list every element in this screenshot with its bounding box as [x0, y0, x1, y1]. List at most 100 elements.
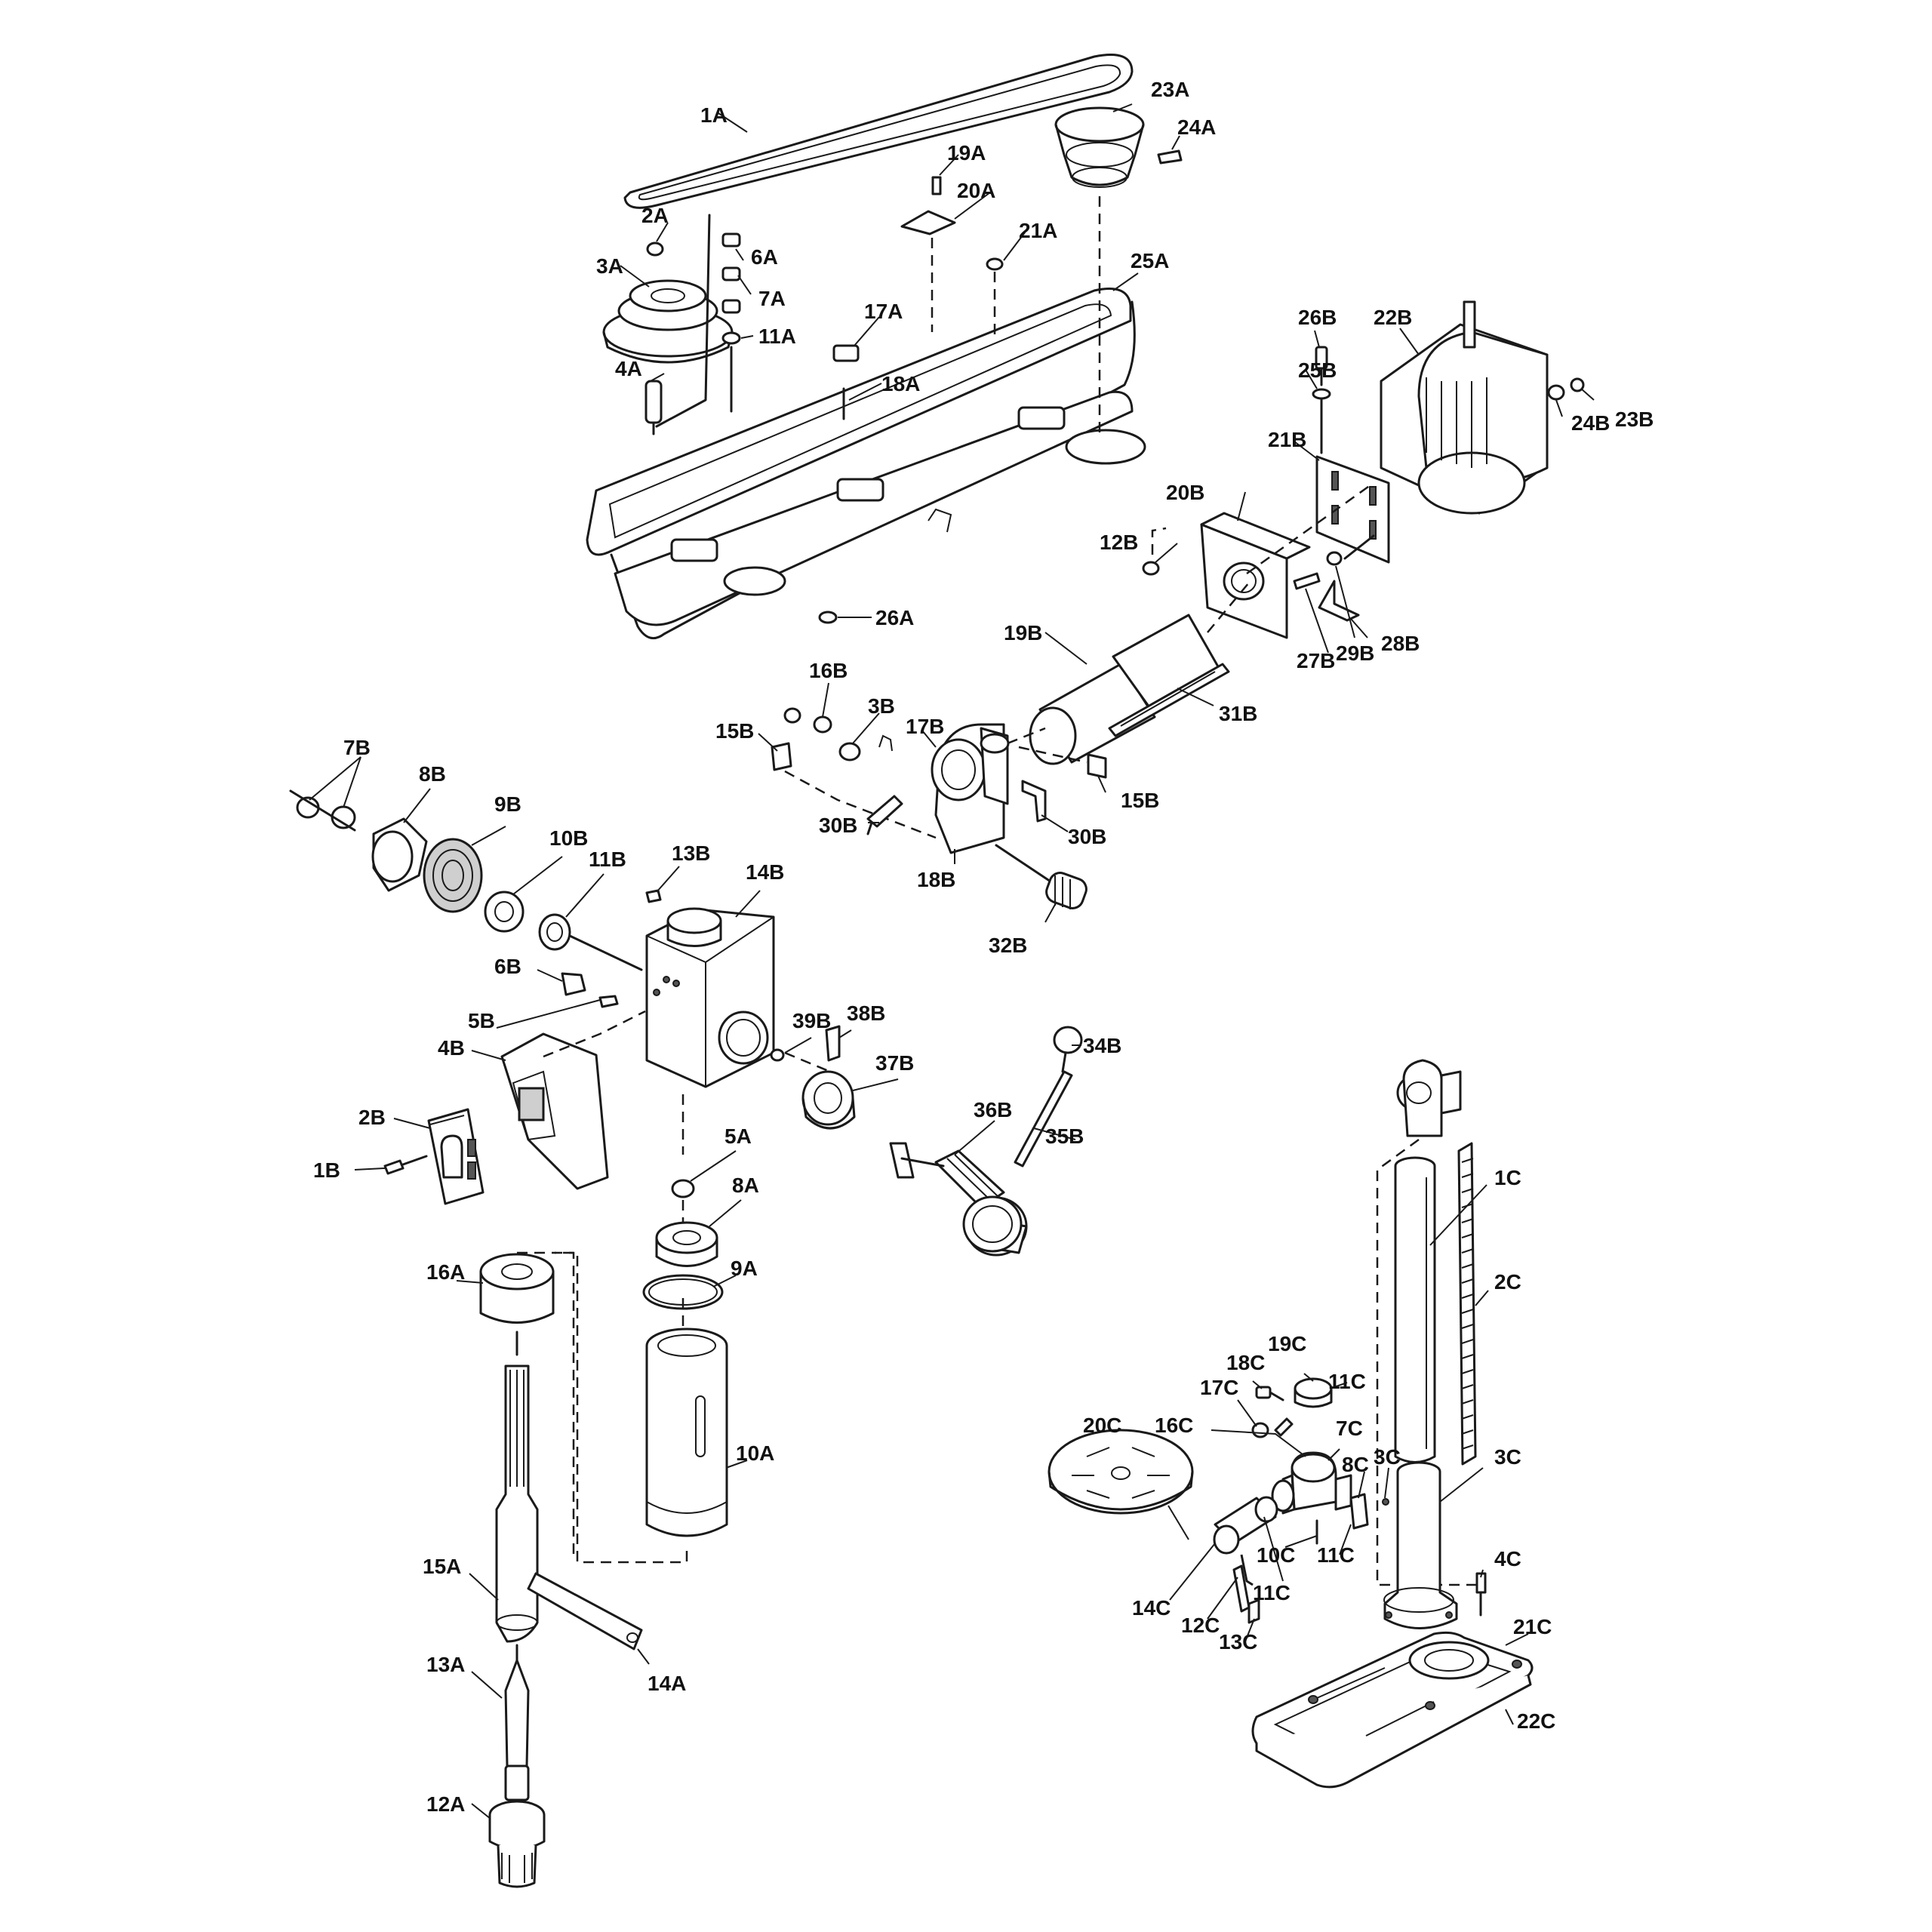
belt-guide-line [655, 214, 711, 428]
rack-31b [1108, 663, 1230, 737]
rack-2c [1457, 1142, 1477, 1466]
pulley-3a [602, 279, 734, 364]
label-2c: 2C [1494, 1270, 1521, 1294]
label-31b: 31B [1219, 702, 1257, 725]
label-2b: 2B [358, 1106, 386, 1129]
tube-19b [1029, 582, 1250, 765]
block-15b-right [1018, 746, 1107, 779]
label-19b: 19B [1004, 621, 1042, 645]
drift-key-14a [527, 1572, 643, 1651]
label-13c: 13C [1219, 1630, 1257, 1654]
arm-14c-11c [1213, 1496, 1278, 1586]
label-35b: 35B [1045, 1124, 1084, 1148]
bearing-16a [479, 1251, 575, 1558]
label-2a: 2A [641, 204, 669, 227]
label-6a: 6A [751, 245, 778, 269]
label-4c: 4C [1494, 1547, 1521, 1571]
nut-2a [646, 242, 664, 257]
label-8c: 8C [1342, 1453, 1369, 1476]
bushing-11b [538, 913, 643, 971]
label-6b: 6B [494, 955, 521, 978]
label-4a: 4A [615, 357, 642, 380]
label-16c: 16C [1155, 1414, 1193, 1437]
label-21a: 21A [1019, 219, 1057, 242]
screw-13b [645, 889, 662, 903]
label-10b: 10B [549, 826, 588, 850]
label-29b: 29B [1336, 641, 1374, 665]
label-30b-left: 30B [819, 814, 857, 837]
screws-18c-17c-16c [1251, 1386, 1294, 1438]
label-3c-left: 3C [1374, 1445, 1401, 1469]
handles-30b [866, 780, 1047, 835]
nuts-16b-3b [783, 707, 893, 761]
label-24b: 24B [1571, 411, 1610, 435]
label-39b: 39B [792, 1009, 831, 1032]
head-14b [645, 907, 775, 1088]
label-11c-bottom: 11C [1253, 1581, 1291, 1604]
label-19c: 19C [1268, 1332, 1306, 1355]
bracket-20b [1200, 481, 1374, 639]
table-bracket-7c [1271, 1451, 1352, 1515]
quill-10a [555, 1251, 728, 1564]
screw-21a [986, 257, 1004, 340]
label-17c: 17C [1200, 1376, 1238, 1399]
label-22c: 22C [1517, 1709, 1555, 1733]
bolt-4c [1475, 1572, 1487, 1617]
label-13a: 13A [426, 1653, 465, 1676]
support-18b [931, 723, 1046, 854]
label-37b: 37B [875, 1051, 914, 1075]
base-21c [1251, 1631, 1534, 1789]
label-8a: 8A [732, 1174, 759, 1197]
handle-35b-knob-34b [1014, 1026, 1083, 1168]
label-1b: 1B [313, 1158, 340, 1182]
label-15a: 15A [423, 1555, 461, 1578]
bolts-27b-29b-28b [1293, 534, 1375, 622]
column-1c [1394, 1156, 1436, 1463]
ring-9a [642, 1274, 724, 1310]
label-34b: 34B [1083, 1034, 1121, 1057]
label-11a: 11A [758, 325, 796, 348]
nut-24b-washer-23b [1547, 377, 1585, 401]
leader-lines [309, 103, 1595, 1820]
label-20a: 20A [957, 179, 995, 202]
arbor-13a [504, 1659, 530, 1801]
switch-2b [427, 1108, 485, 1205]
label-7b: 7B [343, 736, 371, 759]
label-21b: 21B [1268, 428, 1306, 451]
label-14b: 14B [746, 860, 784, 884]
label-22b: 22B [1374, 306, 1412, 329]
nuts-7b [289, 789, 356, 832]
label-16b: 16B [809, 659, 848, 682]
label-38b: 38B [847, 1001, 885, 1025]
label-1c: 1C [1494, 1166, 1521, 1189]
label-3c-right: 3C [1494, 1445, 1521, 1469]
pin-8c-10c [1315, 1493, 1369, 1545]
chuck-12a [488, 1800, 546, 1888]
label-12b: 12B [1100, 531, 1138, 554]
label-11c-top: 11C [1328, 1370, 1366, 1393]
label-27b: 27B [1297, 649, 1335, 672]
screws-6b-5b [561, 972, 619, 1008]
label-23a: 23A [1151, 78, 1189, 101]
part-labels: 1A 2A 3A 4A 6A 7A 11A 17A 18A 19A 20A 21… [313, 78, 1654, 1816]
bushing-37b [784, 1051, 856, 1130]
label-5a: 5A [724, 1124, 752, 1148]
label-7a: 7A [758, 287, 786, 310]
label-3b: 3B [868, 694, 895, 718]
washer-26a [818, 611, 838, 624]
label-5b: 5B [468, 1009, 495, 1032]
motor-22b [1380, 300, 1549, 515]
label-23b: 23B [1615, 408, 1654, 431]
label-9b: 9B [494, 792, 521, 816]
label-19a: 19A [947, 141, 986, 165]
spindle-15a [495, 1331, 539, 1666]
plate-10b [484, 891, 525, 933]
switch-box-4b [500, 1010, 646, 1190]
label-16a: 16A [426, 1260, 465, 1284]
column-base-3c [1382, 1461, 1458, 1629]
spacers-6a-7a-11a [721, 232, 741, 413]
label-10c: 10C [1257, 1543, 1295, 1567]
label-21c: 21C [1513, 1615, 1552, 1638]
label-8b: 8B [419, 762, 446, 786]
